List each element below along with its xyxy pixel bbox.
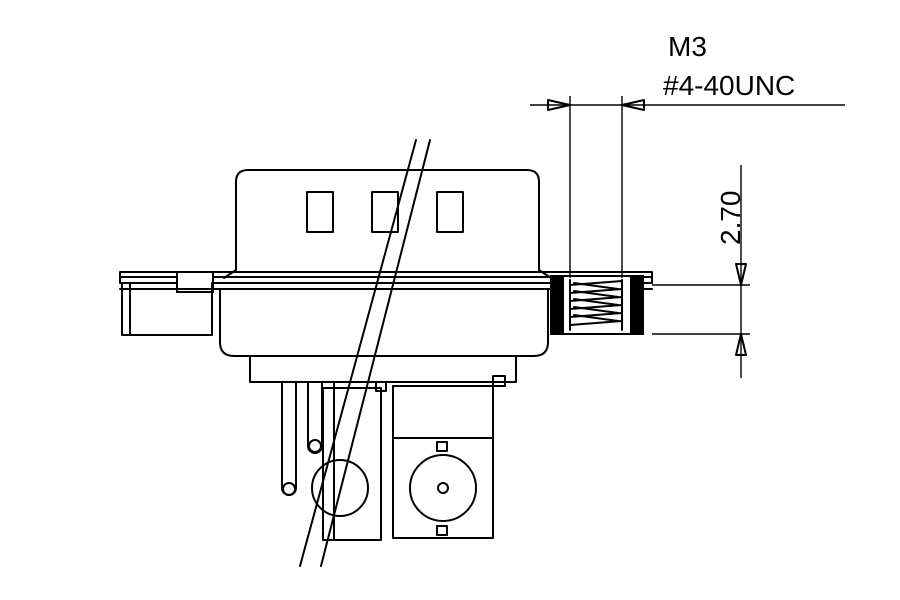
connector-body <box>219 288 549 383</box>
threaded-insert <box>550 275 644 335</box>
pin-window-3 <box>436 191 464 233</box>
pcb-pins <box>281 381 335 541</box>
connector-shroud <box>223 169 552 279</box>
thread-callout-unc: #4-40UNC <box>663 70 795 101</box>
depth-dimension-value: 2.70 <box>715 191 746 246</box>
coax-insert-left <box>311 381 387 541</box>
thread-dimension <box>530 96 845 278</box>
depth-dimension <box>652 165 750 378</box>
pin-window-2 <box>371 191 399 233</box>
pin-window-1 <box>306 191 334 233</box>
break-lines <box>299 139 431 567</box>
left-bracket <box>121 282 213 336</box>
coax-insert-right <box>392 375 506 539</box>
thread-callout-metric: M3 <box>668 31 707 62</box>
